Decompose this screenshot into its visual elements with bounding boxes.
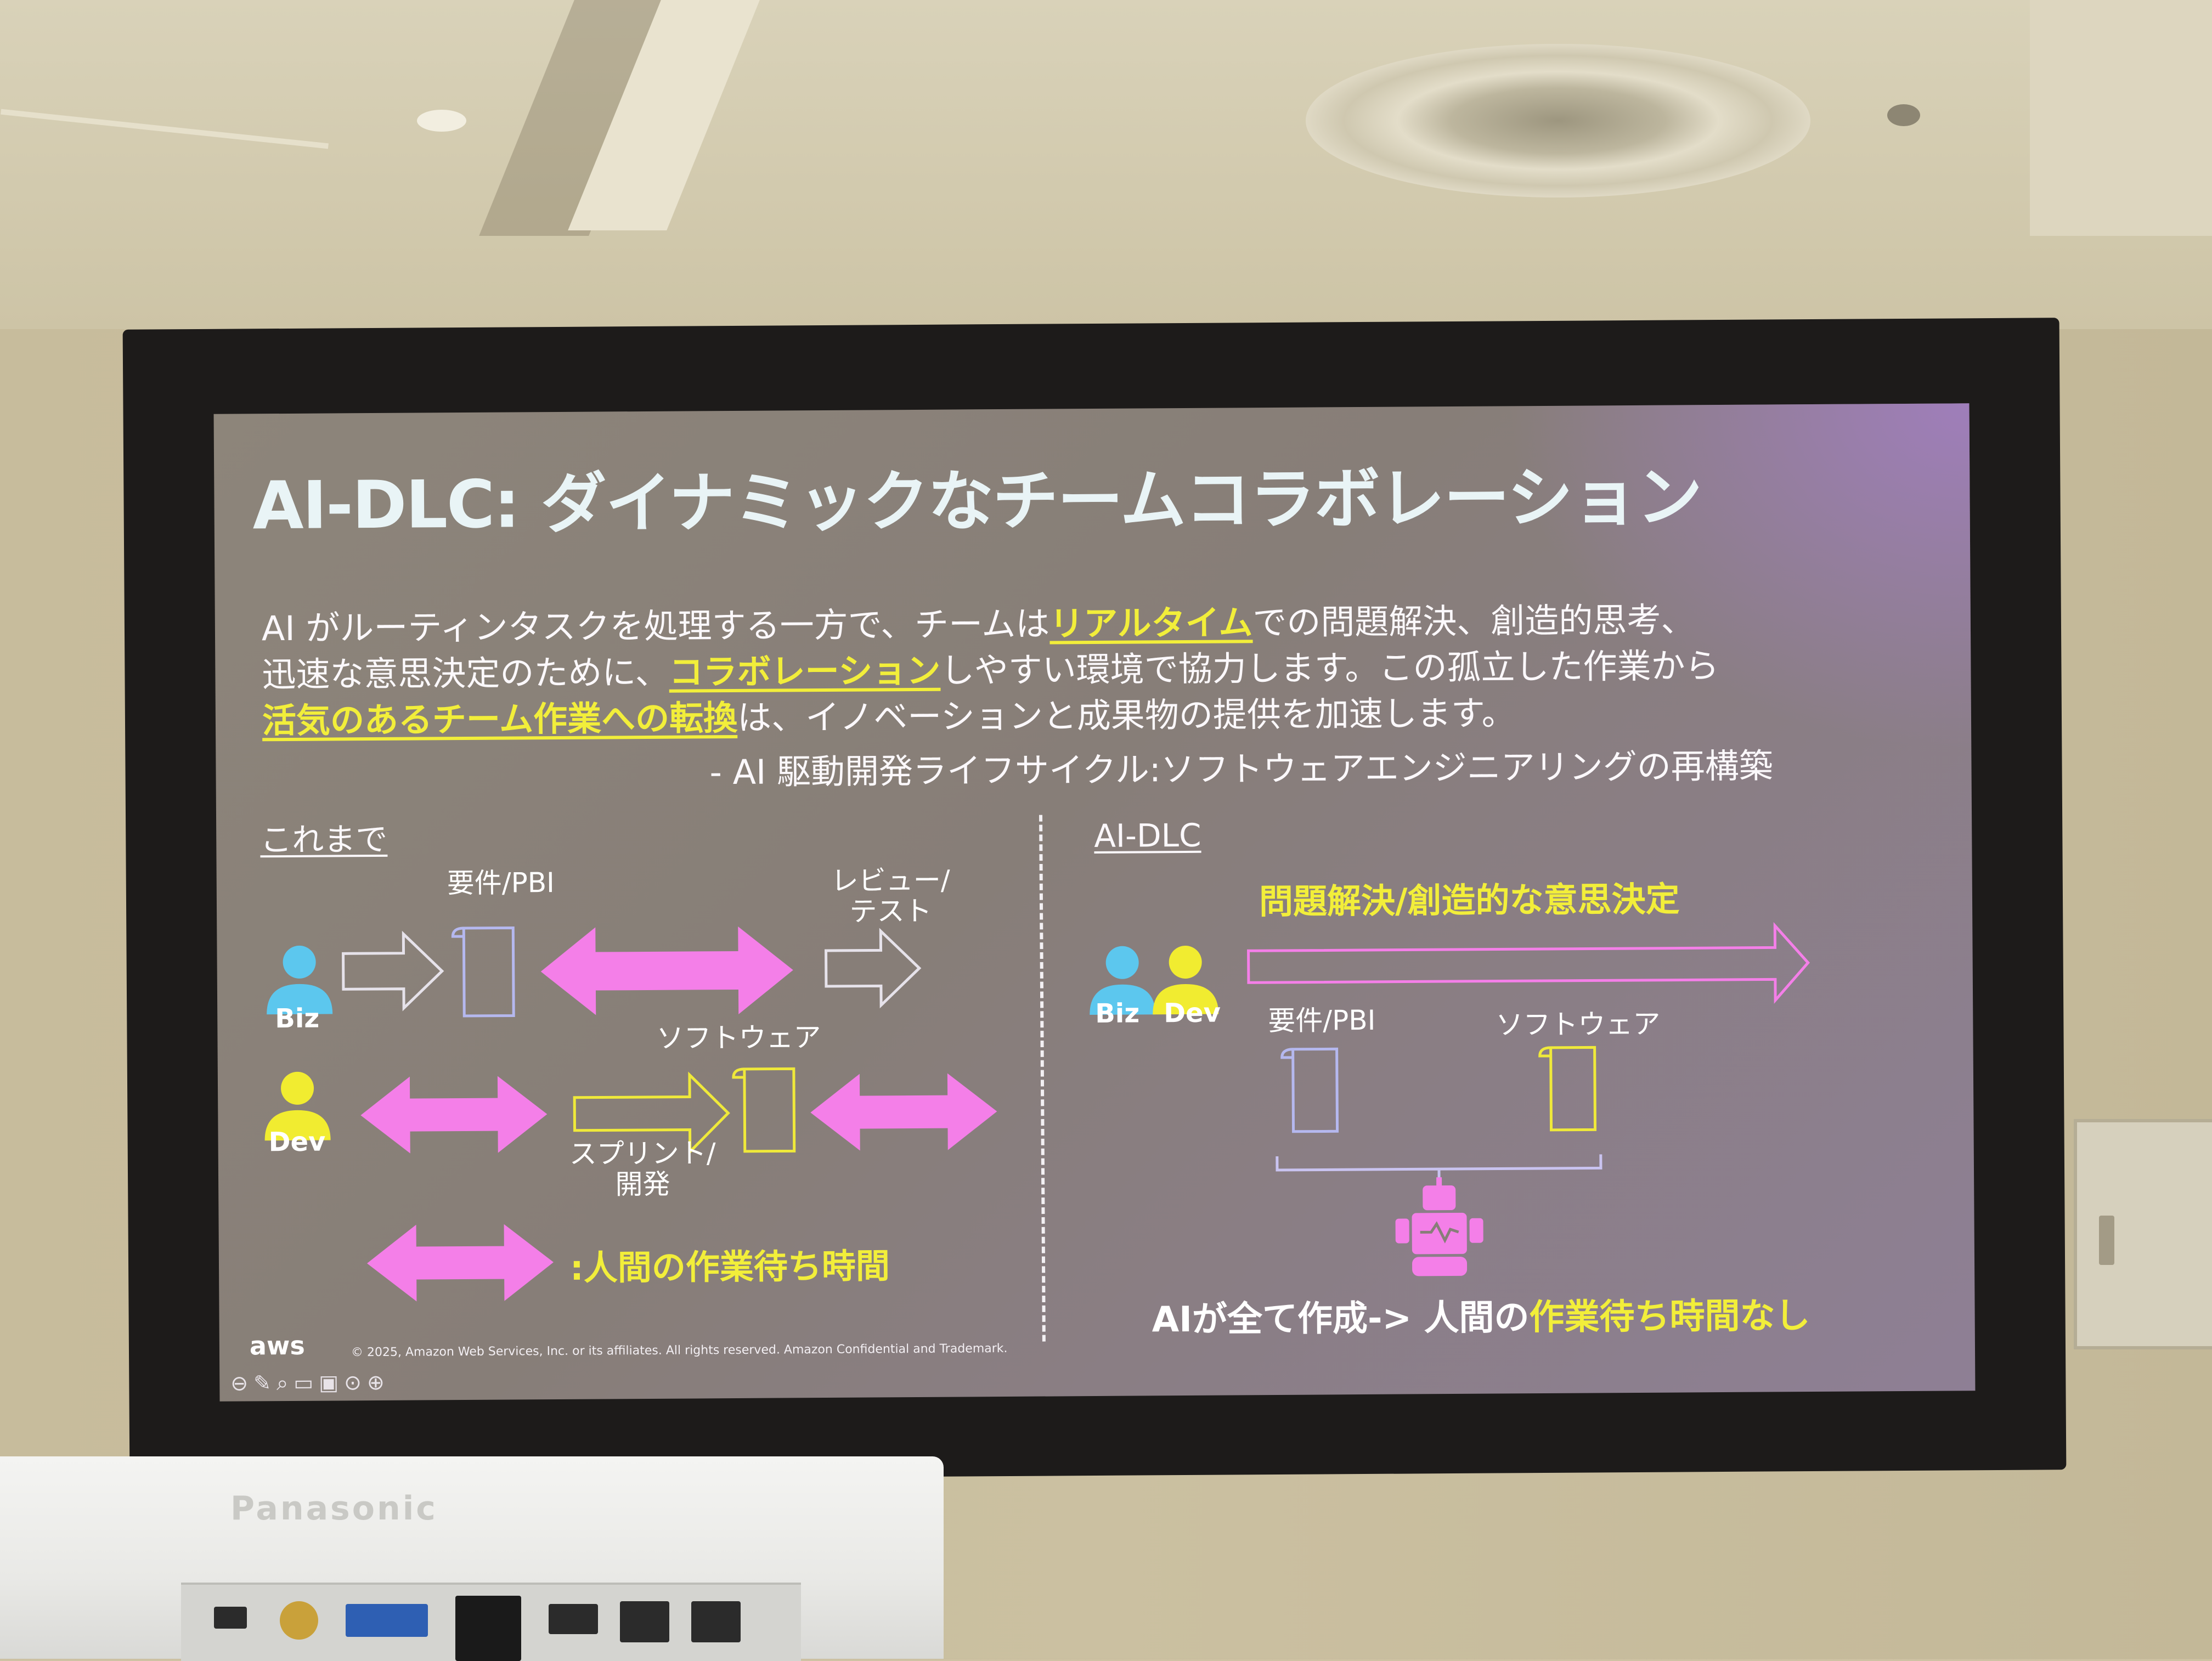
bracket-line: [1276, 1154, 1602, 1180]
review-label-line: テスト: [849, 895, 932, 928]
software-label: ソフトウェア: [656, 1021, 821, 1054]
audio-port-icon: [280, 1601, 318, 1640]
sprint-label-line: 開発: [615, 1168, 670, 1201]
presentation-slide: AI-DLC: ダイナミックなチームコラボレーション AI がルーティンタスクを…: [213, 403, 1976, 1402]
ceiling-sensor: [1887, 104, 1920, 126]
summary-highlight: 作業待ち時間なし: [1529, 1296, 1810, 1338]
hdmi-cable-icon: [455, 1596, 521, 1661]
more-icon[interactable]: ⊙: [343, 1370, 368, 1395]
ceiling-seam: [1, 109, 329, 149]
software-document-icon: [732, 1067, 796, 1153]
requirements-label: 要件/PBI: [1268, 1004, 1376, 1037]
legend-label: :人間の作業待ち時間: [569, 1246, 890, 1288]
camera-icon[interactable]: ▣: [319, 1370, 345, 1395]
next-slide-icon[interactable]: ⊕: [366, 1370, 390, 1395]
ceiling-beam-right: [2030, 0, 2212, 236]
summary-text: AIが全て作成-> 人間の: [1152, 1297, 1530, 1341]
review-label-line: レビュー/: [831, 864, 950, 897]
sprint-label: スプリント/開発: [569, 1137, 716, 1201]
ceiling: [0, 0, 2212, 329]
aidlc-summary: AIが全て作成-> 人間の作業待ち時間なし: [1152, 1287, 1810, 1342]
requirements-label: 要件/PBI: [447, 867, 555, 900]
subtitles-icon[interactable]: ▭: [294, 1370, 319, 1395]
robot-pulse: [1420, 1221, 1459, 1244]
continuous-flow-arrow-icon: [1247, 922, 1810, 1004]
hdmi-port-icon: [549, 1604, 598, 1634]
outline-arrow-icon: [825, 928, 922, 1009]
legend-arrow-icon: [366, 1224, 554, 1302]
wait-arrow-icon: [540, 926, 793, 1015]
software-label: ソフトウェア: [1496, 1008, 1661, 1041]
biz-label: Biz: [1095, 998, 1140, 1029]
outline-arrow-icon: [342, 930, 444, 1012]
requirements-document-icon: [1280, 1047, 1339, 1133]
flow-label: 問題解決/創造的な意思決定: [1259, 879, 1680, 922]
zoom-icon[interactable]: ⌕: [276, 1370, 294, 1396]
ceiling-light: [417, 110, 466, 132]
vga-port-icon: [346, 1604, 428, 1637]
section-heading-before: これまで: [260, 820, 388, 859]
diagram-graphics: [264, 922, 1810, 1302]
projector: Panasonic: [0, 1456, 944, 1661]
projector-ports: [181, 1583, 801, 1661]
wall-panel: [2074, 1119, 2212, 1349]
biz-label: Biz: [275, 1003, 320, 1035]
requirements-document-icon: [451, 926, 515, 1018]
wait-arrow-icon: [810, 1073, 997, 1151]
software-document-icon: [1538, 1046, 1597, 1132]
ceiling-vent: [1306, 44, 1810, 197]
robot-icon: [1395, 1177, 1483, 1276]
review-label: レビュー/テスト: [831, 864, 951, 928]
section-heading-aidlc: AI-DLC: [1094, 816, 1201, 855]
pen-icon[interactable]: ✎: [253, 1371, 277, 1396]
usb-port-icon: [214, 1607, 247, 1629]
sprint-label-line: スプリント/: [569, 1137, 716, 1170]
lan-port-icon: [691, 1601, 741, 1642]
presenter-toolbar: ⊖✎⌕▭▣⊙⊕: [230, 1370, 390, 1396]
lan-port-icon: [620, 1601, 669, 1642]
sprint-arrow-icon: [573, 1071, 730, 1155]
prev-slide-icon[interactable]: ⊖: [230, 1371, 254, 1396]
wall-panel-handle: [2099, 1216, 2114, 1265]
dev-label: Dev: [268, 1126, 326, 1158]
dev-label: Dev: [1164, 997, 1221, 1029]
projector-brand: Panasonic: [230, 1489, 438, 1528]
aws-logo: aws: [249, 1330, 305, 1361]
wait-arrow-icon: [360, 1076, 548, 1154]
